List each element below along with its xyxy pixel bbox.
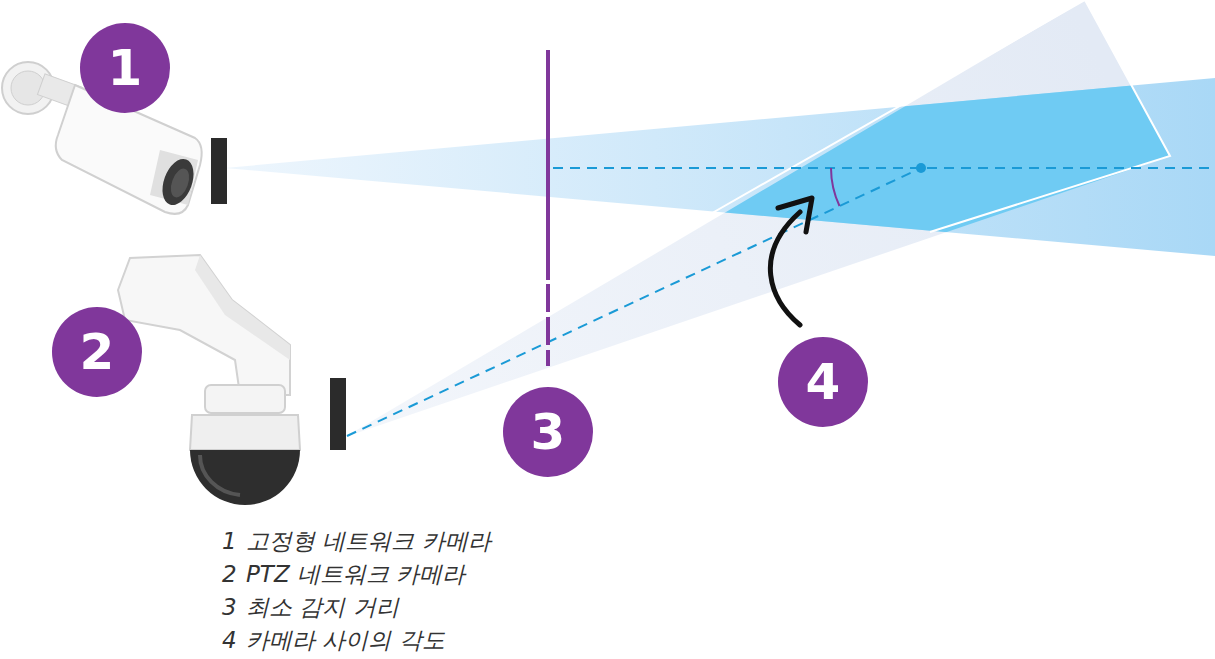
caption-text: 최소 감지 거리 xyxy=(246,594,399,622)
overlap-area xyxy=(345,0,1170,437)
pointer-arrow-head xyxy=(778,198,812,232)
fixed-axis xyxy=(553,167,1215,169)
callout-number: 3 xyxy=(531,407,566,457)
caption-text: 카메라 사이의 각도 xyxy=(246,627,445,655)
axis-crossing xyxy=(916,163,926,173)
callout-circle: 4 xyxy=(778,337,868,427)
caption-number: 2 xyxy=(222,561,237,589)
caption-number: 4 xyxy=(222,627,237,655)
ptz-camera-sensor xyxy=(330,378,346,450)
caption-number: 3 xyxy=(222,594,237,622)
caption-text: PTZ 네트워크 카메라 xyxy=(246,561,465,589)
caption-number: 1 xyxy=(222,528,237,556)
ptz-axis xyxy=(347,168,921,436)
min-distance-line xyxy=(546,284,550,366)
callout-circle: 3 xyxy=(503,387,593,477)
ptz-camera xyxy=(118,255,300,505)
angle-arc xyxy=(831,168,840,206)
min-distance-line xyxy=(546,50,550,280)
ptz-fov-edge xyxy=(700,0,1170,232)
callout-number: 2 xyxy=(80,327,115,377)
callout-circle: 2 xyxy=(52,307,142,397)
callout-number: 1 xyxy=(108,43,143,93)
caption-text: 고정형 네트워크 카메라 xyxy=(246,528,491,556)
pointer-arrow xyxy=(770,212,800,325)
callout-circle: 1 xyxy=(80,23,170,113)
callout-number: 4 xyxy=(806,357,841,407)
fixed-camera-sensor xyxy=(211,138,227,204)
